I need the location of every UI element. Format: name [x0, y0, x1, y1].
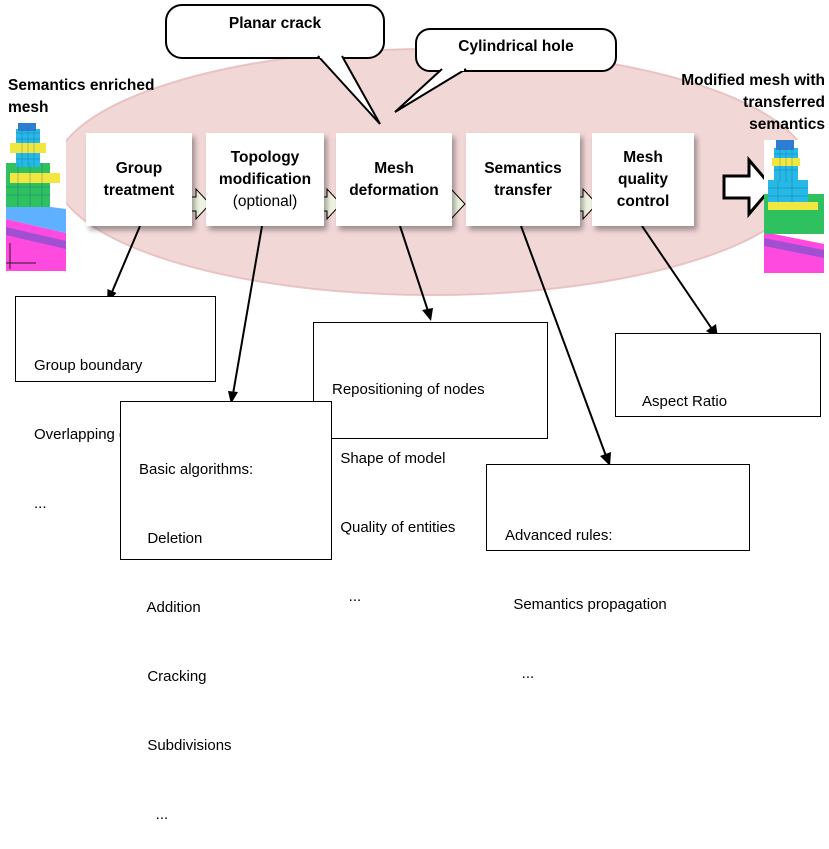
step-4-line-2: transfer: [494, 181, 552, 199]
input-label-line-2: mesh: [8, 99, 49, 116]
annotation-line: Repositioning of nodes: [332, 381, 485, 398]
annotation-line: Shape of model: [332, 450, 446, 467]
step-1-line-1: Group: [115, 159, 163, 177]
step-2-optional: (optional): [232, 192, 298, 210]
annotation-line: Basic algorithms:: [139, 461, 254, 478]
callout-planar-crack-text: Planar crack: [228, 15, 322, 32]
annotation-group-treatment: Group boundary Overlapping groups ...: [15, 296, 216, 512]
step-1-line-2: treatment: [103, 181, 175, 199]
annotation-quality-control: Aspect Ratio Self-Intersection: [615, 333, 821, 479]
annotation-line: Quality of entities: [332, 519, 456, 536]
annotation-line: Group boundary: [34, 357, 143, 374]
step-2-line-2: modification: [218, 170, 312, 188]
output-label-line-2: transferred: [743, 94, 825, 111]
annotation-line: Advanced rules:: [505, 527, 613, 544]
callout-cylindrical-hole: [394, 28, 617, 113]
annotation-basic-algorithms: Basic algorithms: Deletion Addition Crac…: [120, 401, 332, 823]
output-mesh-label: Modified mesh with transferred semantics: [650, 70, 825, 136]
step-5-line-2: quality: [618, 170, 668, 188]
annotation-line: Aspect Ratio: [642, 393, 728, 410]
annotation-advanced-rules: Advanced rules: Semantics propagation ..…: [486, 464, 750, 682]
annotation-repositioning: Repositioning of nodes Shape of model Qu…: [313, 322, 548, 605]
annotation-line: Subdivisions: [139, 737, 232, 754]
step-3-line-1: Mesh: [374, 159, 414, 177]
input-label-line-1: Semantics enriched: [8, 77, 155, 94]
step-5-line-3: control: [616, 192, 670, 210]
annotation-line: ...: [505, 665, 535, 682]
output-label-line-1: Modified mesh with: [681, 72, 825, 89]
annotation-line: Cracking: [139, 668, 207, 685]
callout-cylindrical-hole-text: Cylindrical hole: [458, 38, 574, 55]
step-4-line-1: Semantics: [484, 159, 562, 177]
output-mesh-image: [764, 140, 824, 273]
step-group-treatment: Group treatment: [86, 133, 192, 226]
output-arrow: [722, 155, 774, 219]
output-label-line-3: semantics: [749, 116, 825, 133]
step-topology-modification: Topology modification (optional): [206, 133, 324, 226]
annotation-line: Addition: [139, 599, 201, 616]
step-5-line-1: Mesh: [623, 148, 663, 166]
annotation-line: Deletion: [139, 530, 203, 547]
step-mesh-deformation: Mesh deformation: [336, 133, 452, 226]
step-2-line-1: Topology: [230, 148, 300, 166]
annotation-connectors: [111, 225, 713, 457]
annotation-line: Semantics propagation: [505, 596, 667, 613]
input-mesh-image: [6, 123, 66, 271]
step-semantics-transfer: Semantics transfer: [466, 133, 580, 226]
step-3-line-2: deformation: [349, 181, 439, 199]
annotation-line: ...: [34, 495, 47, 512]
callout-planar-crack: [165, 4, 385, 125]
input-mesh-label: Semantics enriched mesh: [8, 75, 154, 119]
annotation-line: ...: [139, 806, 169, 823]
step-mesh-quality-control: Mesh quality control: [592, 133, 694, 226]
